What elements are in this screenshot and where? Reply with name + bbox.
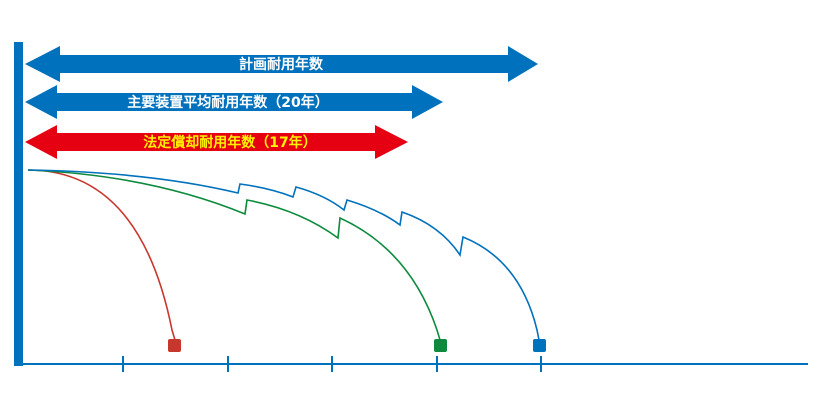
statutory-end-marker xyxy=(168,339,181,352)
planned-life-arrow xyxy=(25,46,538,82)
average-life-arrow xyxy=(25,85,443,119)
planned-degradation-curve xyxy=(27,169,540,341)
vertical-axis-bar xyxy=(14,42,23,366)
statutory-degradation-curve xyxy=(27,169,176,341)
statutory-life-arrow xyxy=(25,125,408,159)
average-life-label: 主要装置平均耐用年数（20年） xyxy=(127,94,328,111)
statutory-life-label: 法定償却耐用年数（17年） xyxy=(143,134,316,151)
planned-life-label: 計画耐用年数 xyxy=(239,56,324,73)
average-degradation-curve xyxy=(27,169,441,341)
average-end-marker xyxy=(434,339,447,352)
planned-end-marker xyxy=(533,339,546,352)
